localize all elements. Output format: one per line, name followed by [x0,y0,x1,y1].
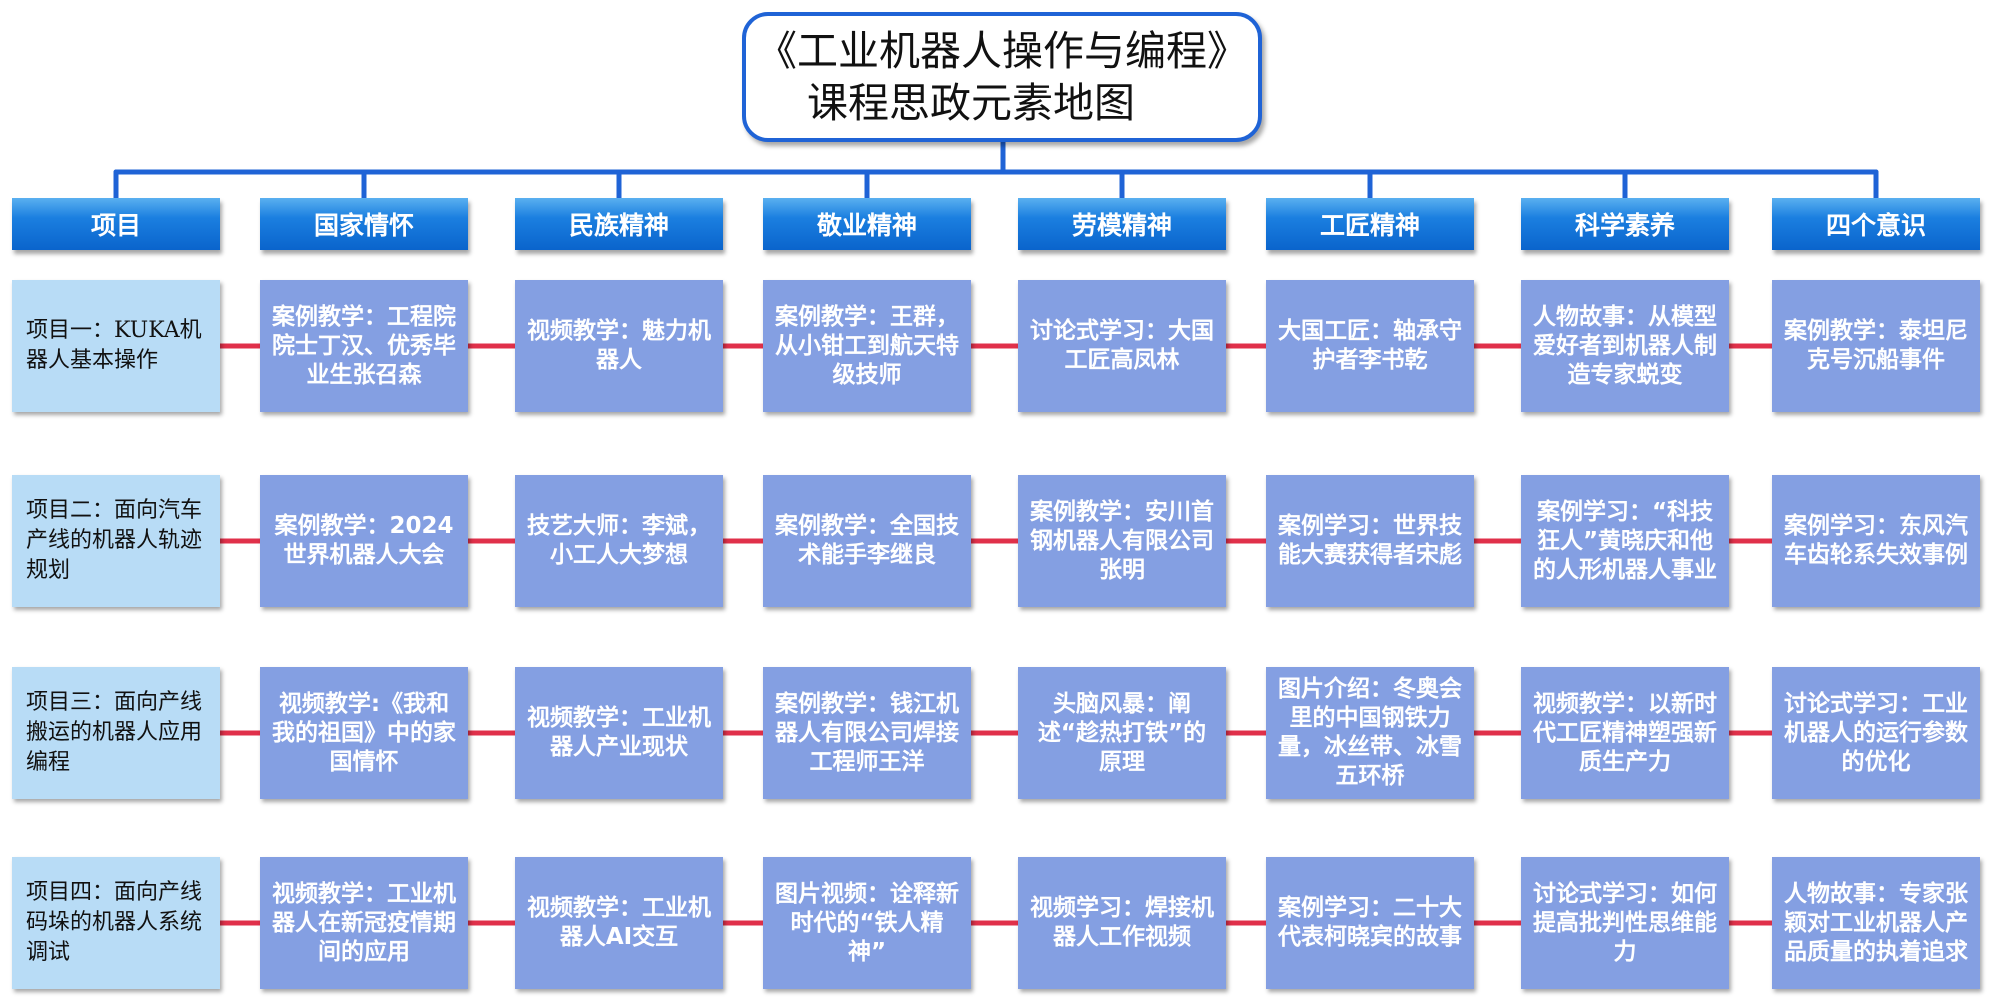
content-cell-r1-model-worker: 讨论式学习：大国工匠高凤林 [1018,280,1226,412]
content-cell-r3-ethnic: 视频教学：工业机器人产业现状 [515,667,723,799]
content-cell-r1-four-awareness: 案例教学：泰坦尼克号沉船事件 [1772,280,1980,412]
content-cell-r4-four-awareness: 人物故事：专家张颖对工业机器人产品质量的执着追求 [1772,857,1980,989]
content-cell-r1-craftsman: 大国工匠：轴承守护者李书乾 [1266,280,1474,412]
content-cell-r3-science: 视频教学：以新时代工匠精神塑强新质生产力 [1521,667,1729,799]
content-cell-r4-model-worker: 视频学习：焊接机器人工作视频 [1018,857,1226,989]
project-cell-4: 项目四：面向产线码垛的机器人系统调试 [12,857,220,989]
title-line-2: 课程思政元素地图 [807,79,1135,127]
content-cell-r3-dedication: 案例教学：钱江机器人有限公司焊接工程师王洋 [763,667,971,799]
title-line-1: 《工业机器人操作与编程》 [756,27,1248,75]
header-ethnic: 民族精神 [515,198,723,250]
content-cell-r4-science: 讨论式学习：如何提高批判性思维能力 [1521,857,1729,989]
content-cell-r4-dedication: 图片视频：诠释新时代的“铁人精神” [763,857,971,989]
content-cell-r3-four-awareness: 讨论式学习：工业机器人的运行参数的优化 [1772,667,1980,799]
project-cell-2: 项目二：面向汽车产线的机器人轨迹规划 [12,475,220,607]
content-cell-r2-national: 案例教学：2024世界机器人大会 [260,475,468,607]
content-cell-r2-science: 案例学习：“科技狂人”黄晓庆和他的人形机器人事业 [1521,475,1729,607]
content-cell-r4-ethnic: 视频教学：工业机器人AI交互 [515,857,723,989]
content-cell-r3-national: 视频教学:《我和我的祖国》中的家国情怀 [260,667,468,799]
content-cell-r1-ethnic: 视频教学：魅力机器人 [515,280,723,412]
diagram-title: 《工业机器人操作与编程》 课程思政元素地图 [742,12,1262,142]
header-project: 项目 [12,198,220,250]
content-cell-r1-national: 案例教学：工程院院士丁汉、优秀毕业生张召森 [260,280,468,412]
content-cell-r2-ethnic: 技艺大师：李斌，小工人大梦想 [515,475,723,607]
content-cell-r4-craftsman: 案例学习：二十大代表柯晓宾的故事 [1266,857,1474,989]
header-model-worker: 劳模精神 [1018,198,1226,250]
header-national: 国家情怀 [260,198,468,250]
content-cell-r4-national: 视频教学：工业机器人在新冠疫情期间的应用 [260,857,468,989]
content-cell-r2-four-awareness: 案例学习：东风汽车齿轮系失效事例 [1772,475,1980,607]
header-four-awareness: 四个意识 [1772,198,1980,250]
content-cell-r1-science: 人物故事：从模型爱好者到机器人制造专家蜕变 [1521,280,1729,412]
content-cell-r3-craftsman: 图片介绍：冬奥会里的中国钢铁力量，冰丝带、冰雪五环桥 [1266,667,1474,799]
project-cell-3: 项目三：面向产线搬运的机器人应用编程 [12,667,220,799]
content-cell-r1-dedication: 案例教学：王群，从小钳工到航天特级技师 [763,280,971,412]
content-cell-r3-model-worker: 头脑风暴：阐述“趁热打铁”的原理 [1018,667,1226,799]
content-cell-r2-model-worker: 案例教学：安川首钢机器人有限公司张明 [1018,475,1226,607]
header-craftsman: 工匠精神 [1266,198,1474,250]
content-cell-r2-craftsman: 案例学习：世界技能大赛获得者宋彪 [1266,475,1474,607]
content-cell-r2-dedication: 案例教学：全国技术能手李继良 [763,475,971,607]
header-science: 科学素养 [1521,198,1729,250]
header-dedication: 敬业精神 [763,198,971,250]
project-cell-1: 项目一：KUKA机器人基本操作 [12,280,220,412]
